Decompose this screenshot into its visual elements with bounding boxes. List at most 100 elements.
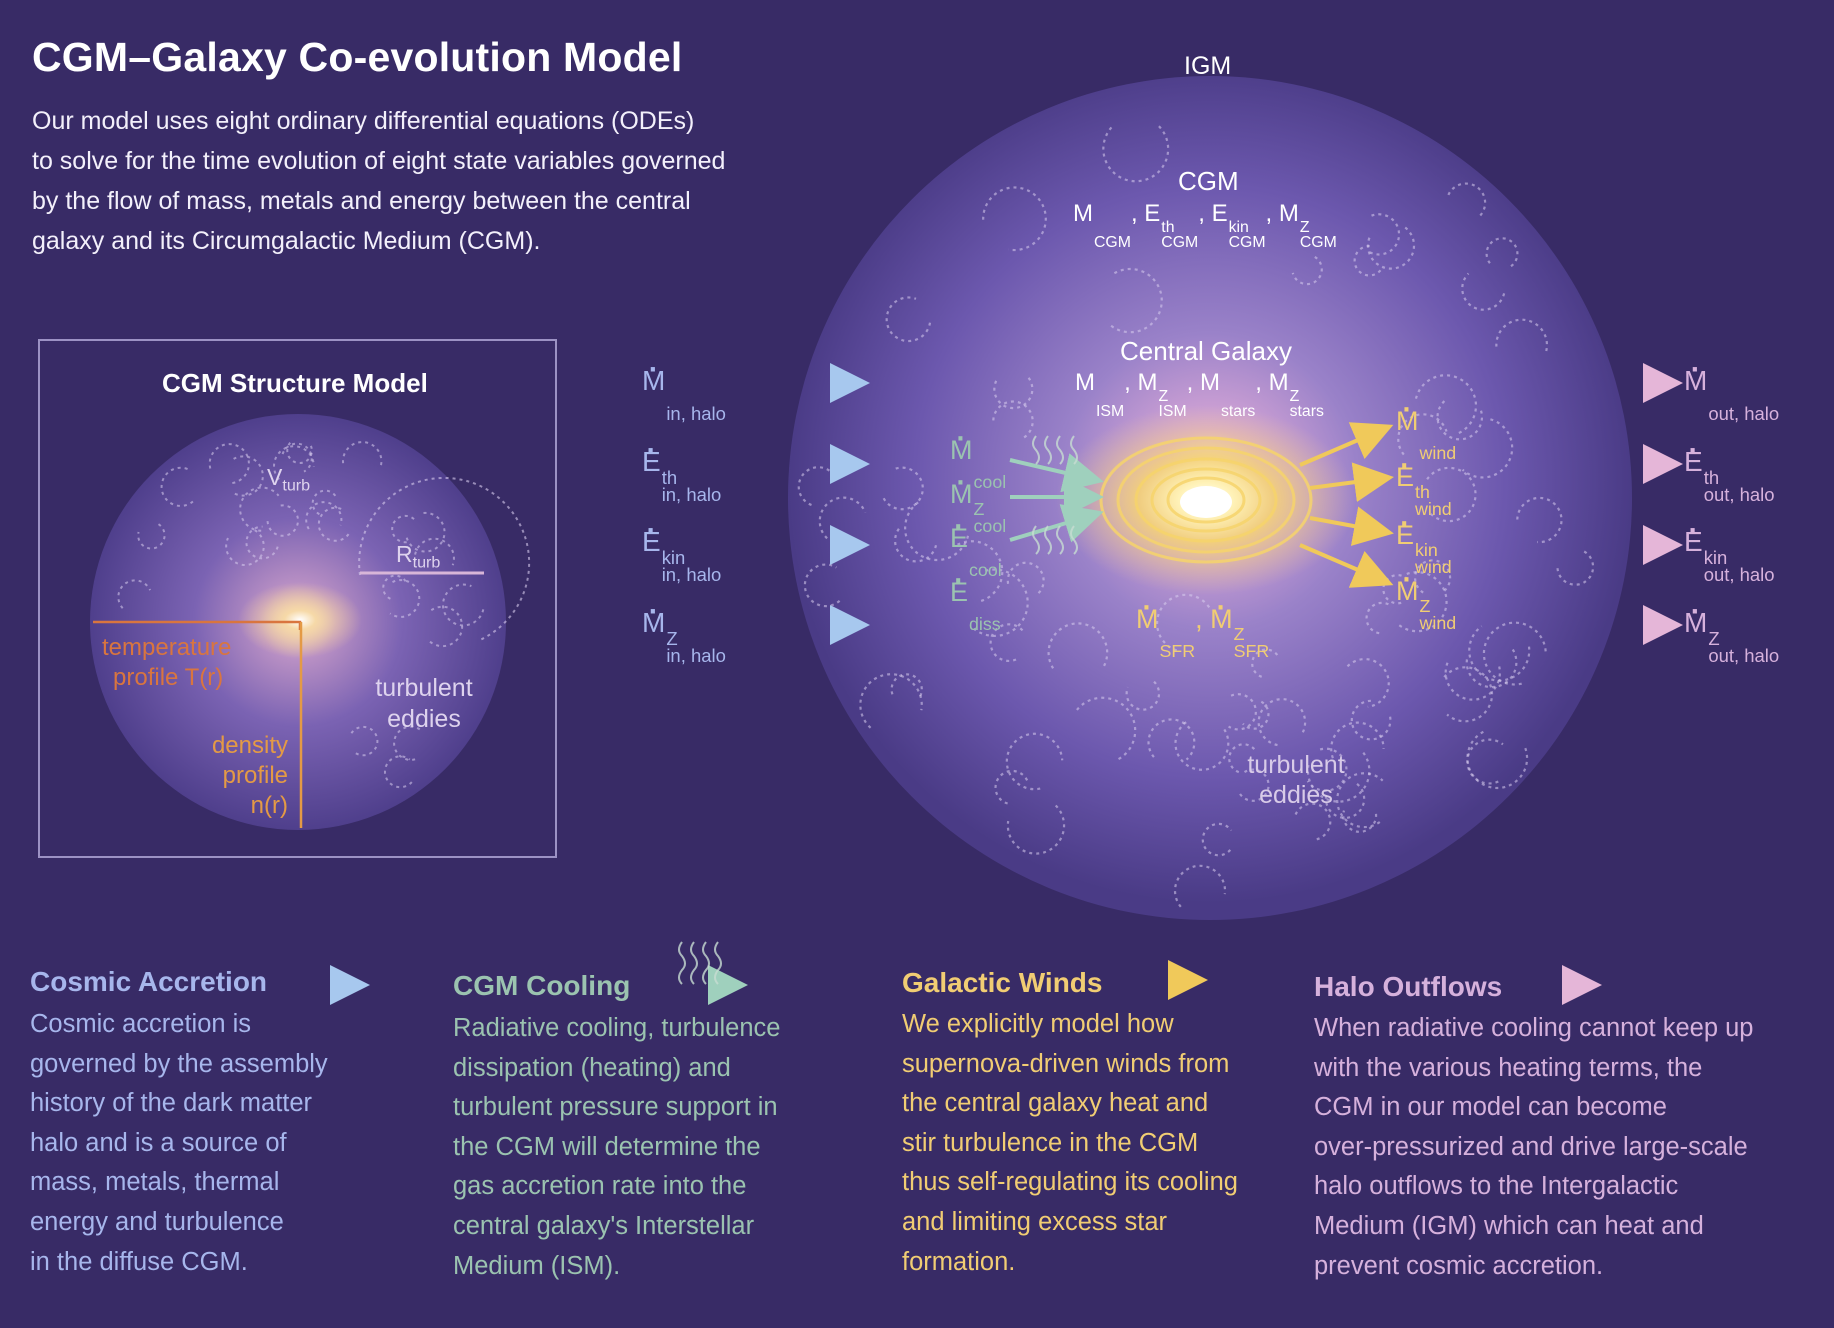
eddy-swirl (1461, 418, 1514, 479)
eddy-swirl (1076, 696, 1137, 762)
winds-description-line: thus self-regulating its cooling (902, 1168, 1238, 1197)
outflow-label: M out, halo (1684, 367, 1779, 424)
eddy-swirl (1006, 561, 1045, 597)
eddy-swirl (803, 563, 841, 608)
structure-panel-title: CGM Structure Model (162, 368, 428, 398)
outflows-description-line: prevent cosmic accretion. (1314, 1251, 1604, 1280)
accretion-description-line: Cosmic accretion is (30, 1010, 252, 1038)
turbulent-eddies-icon (797, 124, 1595, 908)
eddy-swirl (1342, 810, 1378, 833)
eddy-swirl (1242, 700, 1270, 730)
outflows-description-line: When radiative cooling cannot keep up (1314, 1014, 1754, 1042)
cooling-description-line: central galaxy's Interstellar (453, 1212, 755, 1240)
accretion-title: Cosmic Accretion (30, 966, 268, 997)
cooling-label: E cool (950, 525, 1002, 580)
eddy-swirl (1556, 550, 1595, 586)
eddy-swirl (1447, 182, 1487, 217)
eddy-swirl (1257, 698, 1307, 747)
eddy-swirl (239, 486, 280, 532)
outflow-arrows (1560, 363, 1683, 645)
cgm-label: CGM (1178, 166, 1239, 196)
eddy-swirl (989, 623, 1026, 663)
outflows-description-line: CGM in our model can become (1314, 1093, 1667, 1122)
turbulent-eddies-icon (117, 441, 485, 789)
structure-panel-frame (38, 339, 557, 858)
eddy-swirl (117, 579, 152, 609)
eddy-swirl (994, 769, 1029, 805)
eddy-swirl (885, 296, 932, 343)
winds-description-line: supernova-driven winds from (902, 1049, 1230, 1078)
outflows-description-line: with the various heating terms, the (1314, 1053, 1703, 1082)
eddy-swirl (137, 523, 166, 550)
variable-symbol: M wind (1396, 406, 1456, 462)
eddy-swirl (1251, 648, 1280, 678)
variable-symbol: M cool (950, 435, 1006, 491)
winds-description-line: stir turbulence in the CGM (902, 1128, 1199, 1157)
eddy-swirl (1173, 864, 1227, 908)
inflow-label: M in, halo (642, 367, 726, 424)
eddy-swirl (1485, 237, 1519, 269)
eddy-swirl (266, 504, 299, 537)
outflows-description-line: Medium (IGM) which can heat and (1314, 1212, 1704, 1240)
eddy-swirl (281, 442, 313, 473)
eddies-label-line: turbulent (1247, 751, 1345, 779)
eddy-swirl (1466, 738, 1504, 785)
eddy-swirl (350, 725, 379, 757)
eddy-swirl (1468, 625, 1531, 682)
r-turb-eddy (358, 476, 531, 641)
accretion-description-line: in the diffuse CGM. (30, 1247, 248, 1276)
eddy-swirl (160, 466, 194, 507)
variable-symbol: M CGM (1073, 200, 1131, 251)
eddy-swirl (818, 496, 867, 540)
eddy-swirl (890, 673, 923, 698)
cooling-description-line: gas accretion rate into the (453, 1172, 747, 1201)
variable-symbol: E cool (950, 523, 1002, 579)
page-title: CGM–Galaxy Co-evolution Model (32, 34, 683, 80)
eddy-swirl (1291, 255, 1323, 286)
variable-symbol: M out, halo (1684, 365, 1779, 424)
eddy-swirl (317, 506, 350, 542)
eddy-swirl (342, 441, 383, 467)
eddy-swirl (1306, 747, 1348, 792)
eddy-swirl (1125, 680, 1161, 711)
eddy-swirl (1426, 466, 1477, 523)
eddy-swirl (305, 501, 343, 530)
intro-line: to solve for the time evolution of eight… (32, 147, 726, 175)
igm-label: IGM (1184, 52, 1232, 80)
cooling-description-line: the CGM will determine the (453, 1132, 761, 1161)
variable-symbol: M stars (1199, 369, 1256, 420)
variable-symbol: M SFR (1136, 604, 1195, 660)
winds-description-line: the central galaxy heat and (902, 1089, 1209, 1118)
heat-wave-icon (1032, 435, 1078, 555)
eddy-swirl (1466, 729, 1529, 790)
r-turb-label: Rturb (396, 541, 441, 572)
cooling-description-line: Medium (ISM). (453, 1251, 621, 1280)
eddy-swirl (982, 186, 1047, 252)
eddy-swirl (245, 525, 279, 560)
eddy-swirl (1367, 213, 1401, 256)
eddy-swirl (413, 537, 455, 566)
eddy-swirl (1156, 593, 1213, 652)
cooling-description-line: Radiative cooling, turbulence (453, 1014, 781, 1042)
winds-description-line: formation. (902, 1247, 1016, 1276)
density-label-line: density (211, 732, 288, 759)
eddy-swirl (1324, 783, 1366, 819)
outflows-description-line: over-pressurized and drive large-scale (1314, 1132, 1748, 1161)
wind-label: M wind (1396, 408, 1456, 463)
